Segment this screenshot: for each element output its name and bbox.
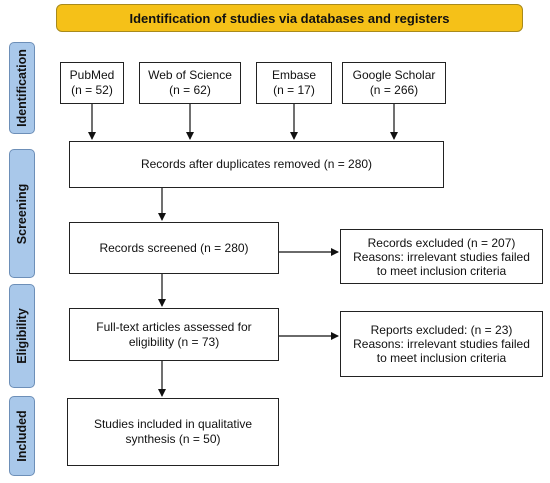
studies-included-box: Studies included in qualitative synthesi… <box>67 398 279 466</box>
records-screened-box: Records screened (n = 280) <box>69 222 279 274</box>
header-banner: Identification of studies via databases … <box>56 4 523 32</box>
database-name: Web of Science <box>148 68 232 82</box>
fulltext-assessed-count: eligibility (n = 73) <box>128 334 220 349</box>
studies-included-text: Studies included in qualitative <box>93 417 253 431</box>
stage-included: Included <box>9 396 35 476</box>
database-count: (n = 62) <box>169 83 211 97</box>
stage-identification: Identification <box>9 42 35 134</box>
database-box-pubmed: PubMed (n = 52) <box>60 62 124 104</box>
reports-excluded-box: Reports excluded: (n = 23) Reasons: irre… <box>340 311 543 377</box>
records-after-duplicates-text: Records after duplicates removed (n = 28… <box>140 157 373 171</box>
reports-excluded-count: Reports excluded: (n = 23) <box>370 323 513 337</box>
database-count: (n = 266) <box>369 83 419 97</box>
stage-screening: Screening <box>9 149 35 278</box>
database-box-google-scholar: Google Scholar (n = 266) <box>342 62 446 104</box>
fulltext-assessed-box: Full-text articles assessed for eligibil… <box>69 308 279 361</box>
database-box-embase: Embase (n = 17) <box>256 62 332 104</box>
records-excluded-count: Records excluded (n = 207) <box>367 235 516 250</box>
stage-eligibility: Eligibility <box>9 284 35 388</box>
header-title: Identification of studies via databases … <box>129 10 450 26</box>
database-name: PubMed <box>69 68 115 82</box>
database-name: Embase <box>271 68 317 82</box>
database-count: (n = 17) <box>273 83 315 97</box>
database-name: Google Scholar <box>352 68 436 82</box>
records-excluded-reason-cont: to meet inclusion criteria <box>376 263 507 278</box>
records-after-duplicates-box: Records after duplicates removed (n = 28… <box>69 141 444 188</box>
records-excluded-box: Records excluded (n = 207) Reasons: irre… <box>340 229 543 284</box>
studies-included-count: synthesis (n = 50) <box>125 432 221 446</box>
database-box-web-of-science: Web of Science (n = 62) <box>139 62 241 104</box>
reports-excluded-reason: Reasons: irrelevant studies failed <box>353 337 530 351</box>
records-excluded-reason: Reasons: irrelevant studies failed <box>353 249 530 264</box>
database-count: (n = 52) <box>71 83 113 97</box>
records-screened-text: Records screened (n = 280) <box>99 240 249 255</box>
fulltext-assessed-text: Full-text articles assessed for <box>96 319 252 334</box>
reports-excluded-reason-cont: to meet inclusion criteria <box>376 351 507 365</box>
